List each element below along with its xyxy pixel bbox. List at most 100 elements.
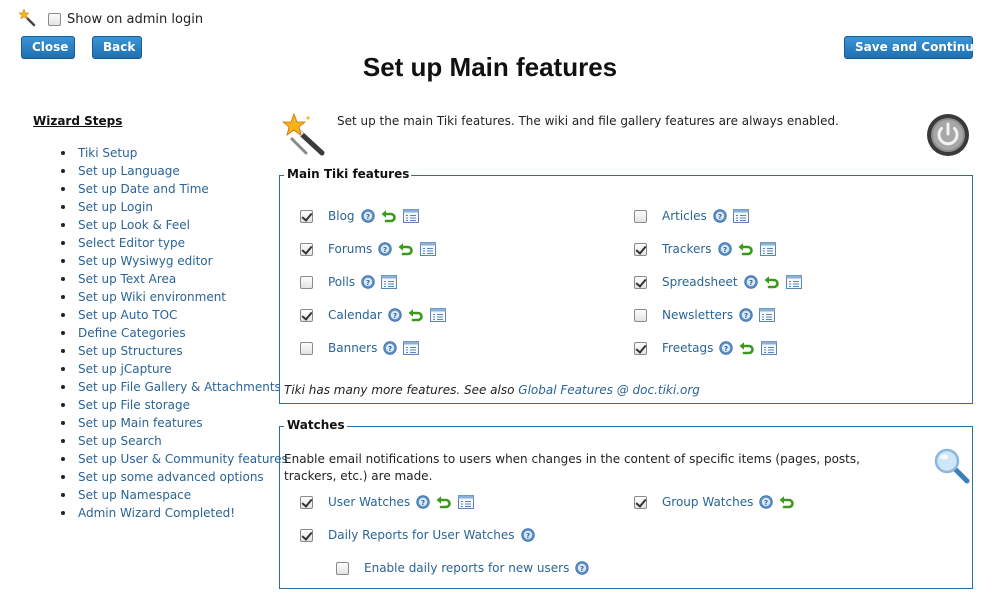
help-icon[interactable]: ?: [717, 242, 732, 256]
save-and-continue-button[interactable]: Save and Continue: [844, 36, 982, 59]
freetags-label[interactable]: Freetags: [662, 341, 714, 355]
wizard-step-link[interactable]: Define Categories: [78, 326, 186, 340]
wizard-step-define-categories[interactable]: Define Categories: [33, 324, 273, 342]
wizard-step-set-up-look-feel[interactable]: Set up Look & Feel: [33, 216, 273, 234]
show-on-admin-login-checkbox[interactable]: [48, 13, 61, 26]
banners-label[interactable]: Banners: [328, 341, 378, 355]
enable-daily-reports-for-new-users-label[interactable]: Enable daily reports for new users: [364, 561, 570, 575]
banners-checkbox[interactable]: [300, 341, 313, 355]
wizard-step-link[interactable]: Set up File Gallery & Attachments: [78, 380, 281, 394]
polls-label[interactable]: Polls: [328, 275, 356, 289]
enable-daily-reports-for-new-users-checkbox[interactable]: [336, 561, 349, 575]
wizard-step-link[interactable]: Set up Date and Time: [78, 182, 209, 196]
trackers-label[interactable]: Trackers: [662, 242, 712, 256]
admin-panel-icon[interactable]: [761, 341, 778, 355]
wizard-step-set-up-text-area[interactable]: Set up Text Area: [33, 270, 273, 288]
spreadsheet-label[interactable]: Spreadsheet: [662, 275, 738, 289]
global-features-link[interactable]: Global Features @ doc.tiki.org: [518, 383, 700, 397]
daily-reports-for-user-watches-label[interactable]: Daily Reports for User Watches: [328, 528, 515, 542]
admin-panel-icon[interactable]: [420, 242, 437, 256]
polls-checkbox[interactable]: [300, 275, 313, 289]
wizard-step-link[interactable]: Set up some advanced options: [78, 470, 264, 484]
daily-reports-for-user-watches-checkbox[interactable]: [300, 528, 313, 542]
spreadsheet-checkbox[interactable]: [634, 275, 647, 289]
wizard-step-link[interactable]: Set up Search: [78, 434, 162, 448]
help-icon[interactable]: ?: [759, 495, 774, 509]
admin-panel-icon[interactable]: [732, 209, 749, 223]
wizard-step-set-up-structures[interactable]: Set up Structures: [33, 342, 273, 360]
wizard-step-set-up-user-community-features[interactable]: Set up User & Community features: [33, 450, 288, 468]
wizard-step-link[interactable]: Set up File storage: [78, 398, 191, 412]
newsletters-label[interactable]: Newsletters: [662, 308, 734, 322]
wizard-step-link[interactable]: Set up Login: [78, 200, 153, 214]
wizard-step-link[interactable]: Admin Wizard Completed!: [78, 506, 236, 520]
wizard-step-set-up-search[interactable]: Set up Search: [33, 432, 273, 450]
wizard-step-link[interactable]: Set up Structures: [78, 344, 183, 358]
help-icon[interactable]: ?: [719, 341, 734, 355]
undo-icon[interactable]: [436, 495, 452, 509]
group-watches-label[interactable]: Group Watches: [662, 495, 754, 509]
wizard-step-set-up-date-and-time[interactable]: Set up Date and Time: [33, 180, 273, 198]
close-button[interactable]: Close: [21, 36, 75, 59]
admin-panel-icon[interactable]: [429, 308, 446, 322]
calendar-label[interactable]: Calendar: [328, 308, 382, 322]
newsletters-checkbox[interactable]: [634, 308, 647, 322]
wizard-step-set-up-language[interactable]: Set up Language: [33, 162, 273, 180]
blog-label[interactable]: Blog: [328, 209, 355, 223]
articles-checkbox[interactable]: [634, 209, 647, 223]
help-icon[interactable]: ?: [739, 308, 753, 322]
wizard-step-link[interactable]: Select Editor type: [78, 236, 185, 250]
help-icon[interactable]: ?: [713, 209, 727, 223]
wizard-step-link[interactable]: Set up Main features: [78, 416, 203, 430]
show-on-admin-login-toggle[interactable]: Show on admin login: [48, 12, 203, 27]
undo-icon[interactable]: [764, 275, 780, 289]
admin-panel-icon[interactable]: [785, 275, 802, 289]
help-icon[interactable]: ?: [361, 275, 375, 289]
help-icon[interactable]: ?: [743, 275, 758, 289]
wizard-step-set-up-wiki-environment[interactable]: Set up Wiki environment: [33, 288, 273, 306]
admin-panel-icon[interactable]: [458, 495, 475, 509]
freetags-checkbox[interactable]: [634, 341, 647, 355]
wizard-step-set-up-file-storage[interactable]: Set up File storage: [33, 396, 273, 414]
help-icon[interactable]: ?: [520, 528, 535, 542]
help-icon[interactable]: ?: [388, 308, 402, 322]
wizard-step-link[interactable]: Set up Wiki environment: [78, 290, 227, 304]
wizard-step-set-up-some-advanced-options[interactable]: Set up some advanced options: [33, 468, 273, 486]
undo-icon[interactable]: [408, 308, 424, 322]
user-watches-label[interactable]: User Watches: [328, 495, 411, 509]
help-icon[interactable]: ?: [360, 209, 375, 223]
undo-icon[interactable]: [779, 495, 795, 509]
wizard-step-set-up-login[interactable]: Set up Login: [33, 198, 273, 216]
back-button[interactable]: Back: [92, 36, 142, 59]
admin-panel-icon[interactable]: [759, 242, 776, 256]
trackers-checkbox[interactable]: [634, 242, 647, 256]
admin-panel-icon[interactable]: [381, 275, 398, 289]
wizard-step-link[interactable]: Set up Text Area: [78, 272, 177, 286]
undo-icon[interactable]: [381, 209, 397, 223]
wizard-step-select-editor-type[interactable]: Select Editor type: [33, 234, 273, 252]
group-watches-checkbox[interactable]: [634, 495, 647, 509]
user-watches-checkbox[interactable]: [300, 495, 313, 509]
wizard-step-link[interactable]: Set up jCapture: [78, 362, 172, 376]
undo-icon[interactable]: [398, 242, 414, 256]
undo-icon[interactable]: [739, 341, 755, 355]
forums-label[interactable]: Forums: [328, 242, 373, 256]
wizard-step-set-up-wysiwyg-editor[interactable]: Set up Wysiwyg editor: [33, 252, 273, 270]
undo-icon[interactable]: [738, 242, 754, 256]
wizard-step-link[interactable]: Set up User & Community features: [78, 452, 288, 466]
admin-panel-icon[interactable]: [402, 209, 419, 223]
admin-panel-icon[interactable]: [403, 341, 420, 355]
wizard-step-set-up-jcapture[interactable]: Set up jCapture: [33, 360, 273, 378]
help-icon[interactable]: ?: [383, 341, 398, 355]
help-icon[interactable]: ?: [416, 495, 430, 509]
wizard-step-link[interactable]: Set up Look & Feel: [78, 218, 190, 232]
wizard-step-link[interactable]: Set up Language: [78, 164, 180, 178]
admin-panel-icon[interactable]: [759, 308, 776, 322]
help-icon[interactable]: ?: [575, 561, 590, 575]
wizard-step-set-up-auto-toc[interactable]: Set up Auto TOC: [33, 306, 273, 324]
wizard-step-link[interactable]: Set up Wysiwyg editor: [78, 254, 213, 268]
wizard-step-link[interactable]: Set up Auto TOC: [78, 308, 178, 322]
forums-checkbox[interactable]: [300, 242, 313, 256]
calendar-checkbox[interactable]: [300, 308, 313, 322]
blog-checkbox[interactable]: [300, 209, 313, 223]
